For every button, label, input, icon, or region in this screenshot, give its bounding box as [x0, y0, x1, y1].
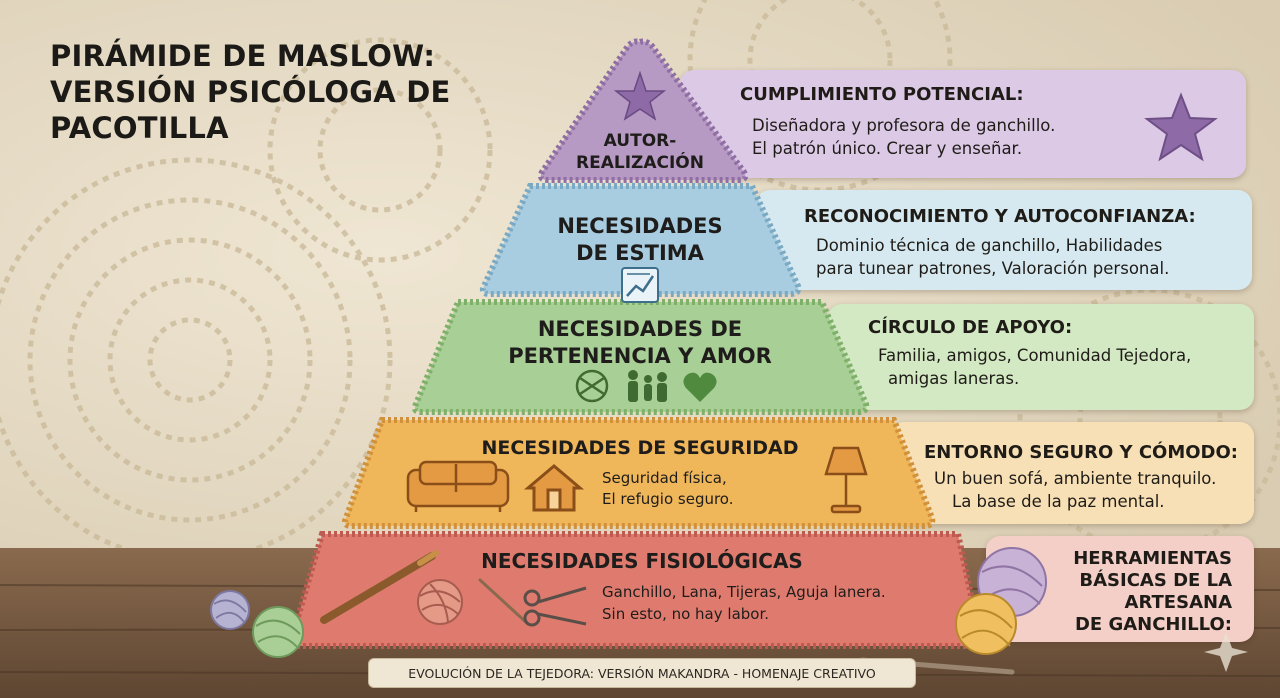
title-line-3: PACOTILLA [50, 111, 229, 145]
tier-esteem-line2: DE ESTIMA [576, 241, 704, 265]
panel-physio-line3: ARTESANA [1124, 592, 1232, 613]
yarn-ball-yellow-icon [955, 593, 1017, 655]
tier-belonging-label: NECESIDADES DE PERTENENCIA Y AMOR [470, 316, 810, 370]
tier-esteem [479, 183, 802, 297]
panel-self-heading: CUMPLIMIENTO POTENCIAL: [740, 84, 1024, 105]
tier-self-line1: AUTOR- [603, 131, 677, 151]
title-line-2: VERSIÓN PSICÓLOGA DE [50, 75, 451, 109]
tier-safety-desc2: El refugio seguro. [602, 490, 734, 508]
heart-icon [683, 372, 717, 402]
tier-belonging-line2: PERTENENCIA Y AMOR [508, 344, 772, 368]
panel-esteem-line1: Dominio técnica de ganchillo, Habilidade… [816, 236, 1163, 255]
panel-self-line1: Diseñadora y profesora de ganchillo. [752, 116, 1056, 135]
star-icon [1144, 92, 1218, 162]
chart-icon [621, 267, 659, 303]
sofa-icon [406, 460, 510, 512]
yarn-ball-icon [417, 579, 463, 625]
panel-safety-line2: La base de la paz mental. [952, 492, 1165, 511]
panel-safety-heading: ENTORNO SEGURO Y CÓMODO: [924, 442, 1238, 463]
sparkle-icon [1204, 632, 1248, 672]
panel-safety-line1: Un buen sofá, ambiente tranquilo. [934, 469, 1217, 488]
panel-physio-line2: BÁSICAS DE LA [1079, 570, 1232, 591]
panel-physio-line1: HERRAMIENTAS [1073, 548, 1232, 569]
tier-self-line2: REALIZACIÓN [576, 153, 704, 173]
tier-belonging [411, 299, 870, 415]
lamp-icon [824, 446, 868, 514]
panel-belonging-line2: amigas laneras. [888, 369, 1020, 388]
tier-physio-desc1: Ganchillo, Lana, Tijeras, Aguja lanera. [602, 583, 886, 601]
panel-esteem-heading: RECONOCIMIENTO Y AUTOCONFIANZA: [804, 206, 1196, 227]
panel-belonging-line1: Familia, amigos, Comunidad Tejedora, [878, 346, 1192, 365]
family-icon [628, 370, 667, 402]
tier-esteem-label: NECESIDADES DE ESTIMA [520, 213, 760, 267]
yarn-ball-blue-icon [210, 590, 250, 630]
tier-belonging-line1: NECESIDADES DE [537, 317, 743, 341]
page-title: PIRÁMIDE DE MASLOW: VERSIÓN PSICÓLOGA DE… [50, 38, 510, 146]
panel-physio-line4: DE GANCHILLO: [1074, 614, 1232, 635]
tier-safety-heading: NECESIDADES DE SEGURIDAD [481, 437, 799, 459]
hands-icon [575, 369, 609, 403]
needle-icon [478, 578, 530, 626]
panel-belonging-heading: CÍRCULO DE APOYO: [868, 317, 1073, 338]
tier-self-label: AUTOR- REALIZACIÓN [560, 130, 720, 174]
scissors-icon [523, 586, 587, 627]
footer-caption: EVOLUCIÓN DE LA TEJEDORA: VERSIÓN MAKAND… [368, 658, 916, 688]
tier-safety-desc1: Seguridad física, [602, 469, 727, 487]
panel-self-actualization: CUMPLIMIENTO POTENCIAL: Diseñadora y pro… [680, 70, 1246, 178]
crochet-hook-icon [320, 550, 439, 624]
yarn-ball-green-icon [252, 606, 304, 658]
panel-esteem: RECONOCIMIENTO Y AUTOCONFIANZA: Dominio … [756, 190, 1252, 290]
panel-safety: ENTORNO SEGURO Y CÓMODO: Un buen sofá, a… [890, 422, 1254, 524]
title-line-1: PIRÁMIDE DE MASLOW: [50, 39, 436, 73]
house-icon [523, 464, 585, 512]
tier-esteem-line1: NECESIDADES [557, 214, 723, 238]
star-icon [613, 70, 667, 121]
panel-self-line2: El patrón único. Crear y enseñar. [752, 139, 1023, 158]
tier-physio-desc2: Sin esto, no hay labor. [602, 605, 770, 623]
tier-physio-heading: NECESIDADES FISIOLÓGICAS [481, 549, 803, 573]
panel-belonging: CÍRCULO DE APOYO: Familia, amigos, Comun… [828, 304, 1254, 410]
panel-esteem-line2: para tunear patrones, Valoración persona… [816, 259, 1170, 278]
